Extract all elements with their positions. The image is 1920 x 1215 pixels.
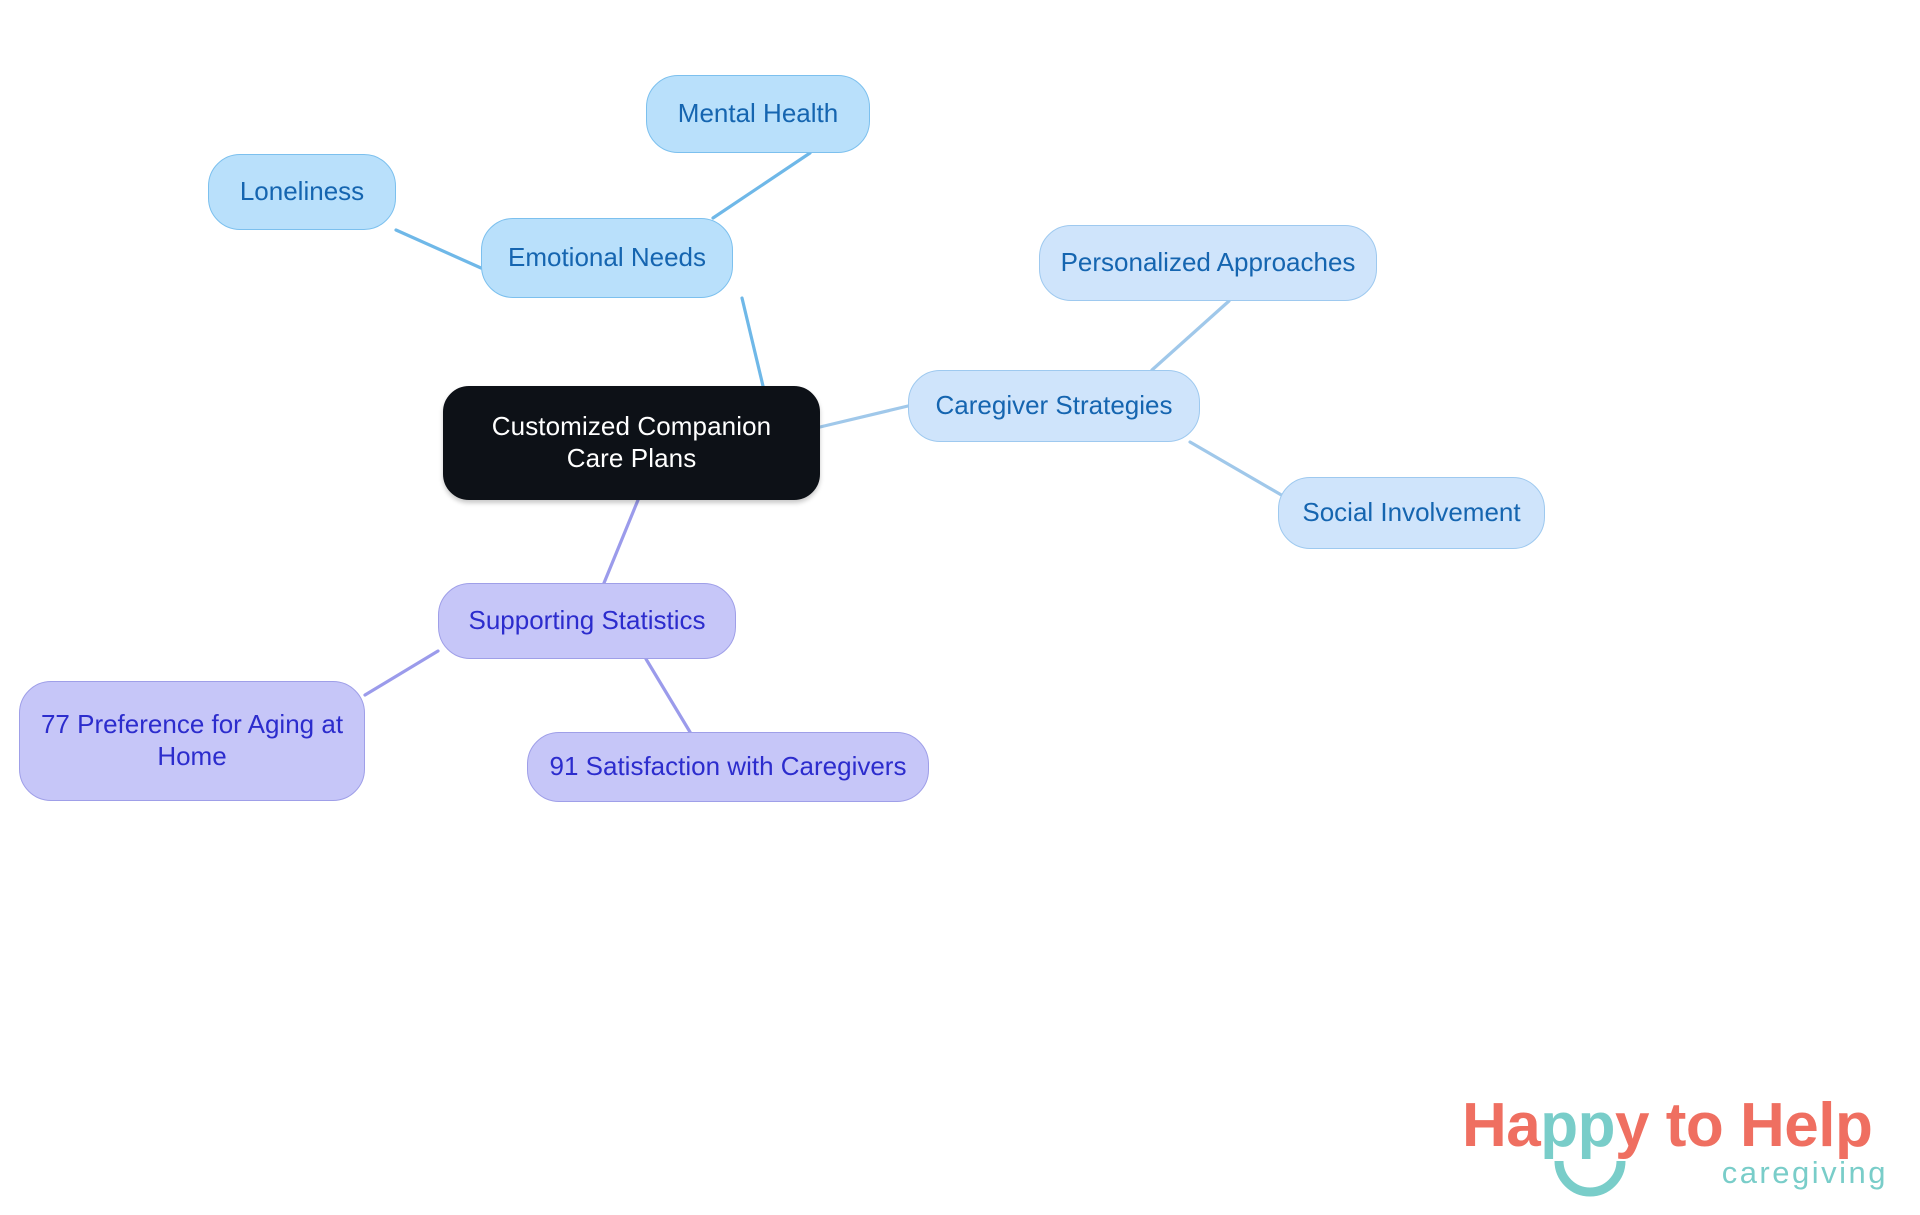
- edge-root-supporting-statistics: [602, 498, 640, 585]
- node-satisfaction-caregivers-label: 91 Satisfaction with Caregivers: [549, 751, 907, 782]
- edge-supporting-statistics-satisfaction-caregivers: [644, 657, 692, 734]
- node-caregiver-strategies-label: Caregiver Strategies: [935, 390, 1173, 421]
- node-personalized-approaches-label: Personalized Approaches: [1060, 247, 1356, 278]
- node-root[interactable]: Customized Companion Care Plans: [443, 386, 820, 500]
- node-loneliness-label: Loneliness: [239, 176, 365, 207]
- edge-root-emotional-needs: [740, 296, 765, 388]
- node-personalized-approaches[interactable]: Personalized Approaches: [1039, 225, 1377, 301]
- node-caregiver-strategies[interactable]: Caregiver Strategies: [908, 370, 1200, 442]
- edge-caregiver-strategies-social-involvement: [1188, 440, 1292, 502]
- edge-caregiver-strategies-personalized-approaches: [1150, 299, 1231, 372]
- node-supporting-statistics-label: Supporting Statistics: [468, 605, 706, 636]
- node-emotional-needs-label: Emotional Needs: [508, 242, 706, 273]
- brand-logo: Happy to Help caregiving: [1462, 1095, 1892, 1205]
- edge-root-caregiver-strategies: [818, 404, 910, 429]
- node-social-involvement[interactable]: Social Involvement: [1278, 477, 1545, 549]
- logo-word-two: y to Help: [1615, 1091, 1873, 1160]
- node-preference-aging-home[interactable]: 77 Preference for Aging at Home: [19, 681, 365, 801]
- node-mental-health-label: Mental Health: [677, 98, 839, 129]
- node-mental-health[interactable]: Mental Health: [646, 75, 870, 153]
- edge-supporting-statistics-preference-aging-home: [363, 649, 440, 697]
- node-preference-aging-home-label: 77 Preference for Aging at Home: [40, 709, 344, 771]
- node-social-involvement-label: Social Involvement: [1302, 497, 1521, 528]
- node-loneliness[interactable]: Loneliness: [208, 154, 396, 230]
- logo-wordmark: Happy to Help: [1462, 1095, 1873, 1157]
- node-satisfaction-caregivers[interactable]: 91 Satisfaction with Caregivers: [527, 732, 929, 802]
- edge-emotional-needs-loneliness: [394, 228, 483, 270]
- logo-tagline: caregiving: [1721, 1155, 1888, 1190]
- logo-word-one: Ha: [1462, 1091, 1541, 1160]
- smile-icon: [1554, 1160, 1626, 1197]
- node-supporting-statistics[interactable]: Supporting Statistics: [438, 583, 736, 659]
- node-emotional-needs[interactable]: Emotional Needs: [481, 218, 733, 298]
- edge-emotional-needs-mental-health: [711, 151, 812, 220]
- node-root-label: Customized Companion Care Plans: [491, 411, 772, 473]
- logo-word-smile: pp: [1540, 1091, 1616, 1160]
